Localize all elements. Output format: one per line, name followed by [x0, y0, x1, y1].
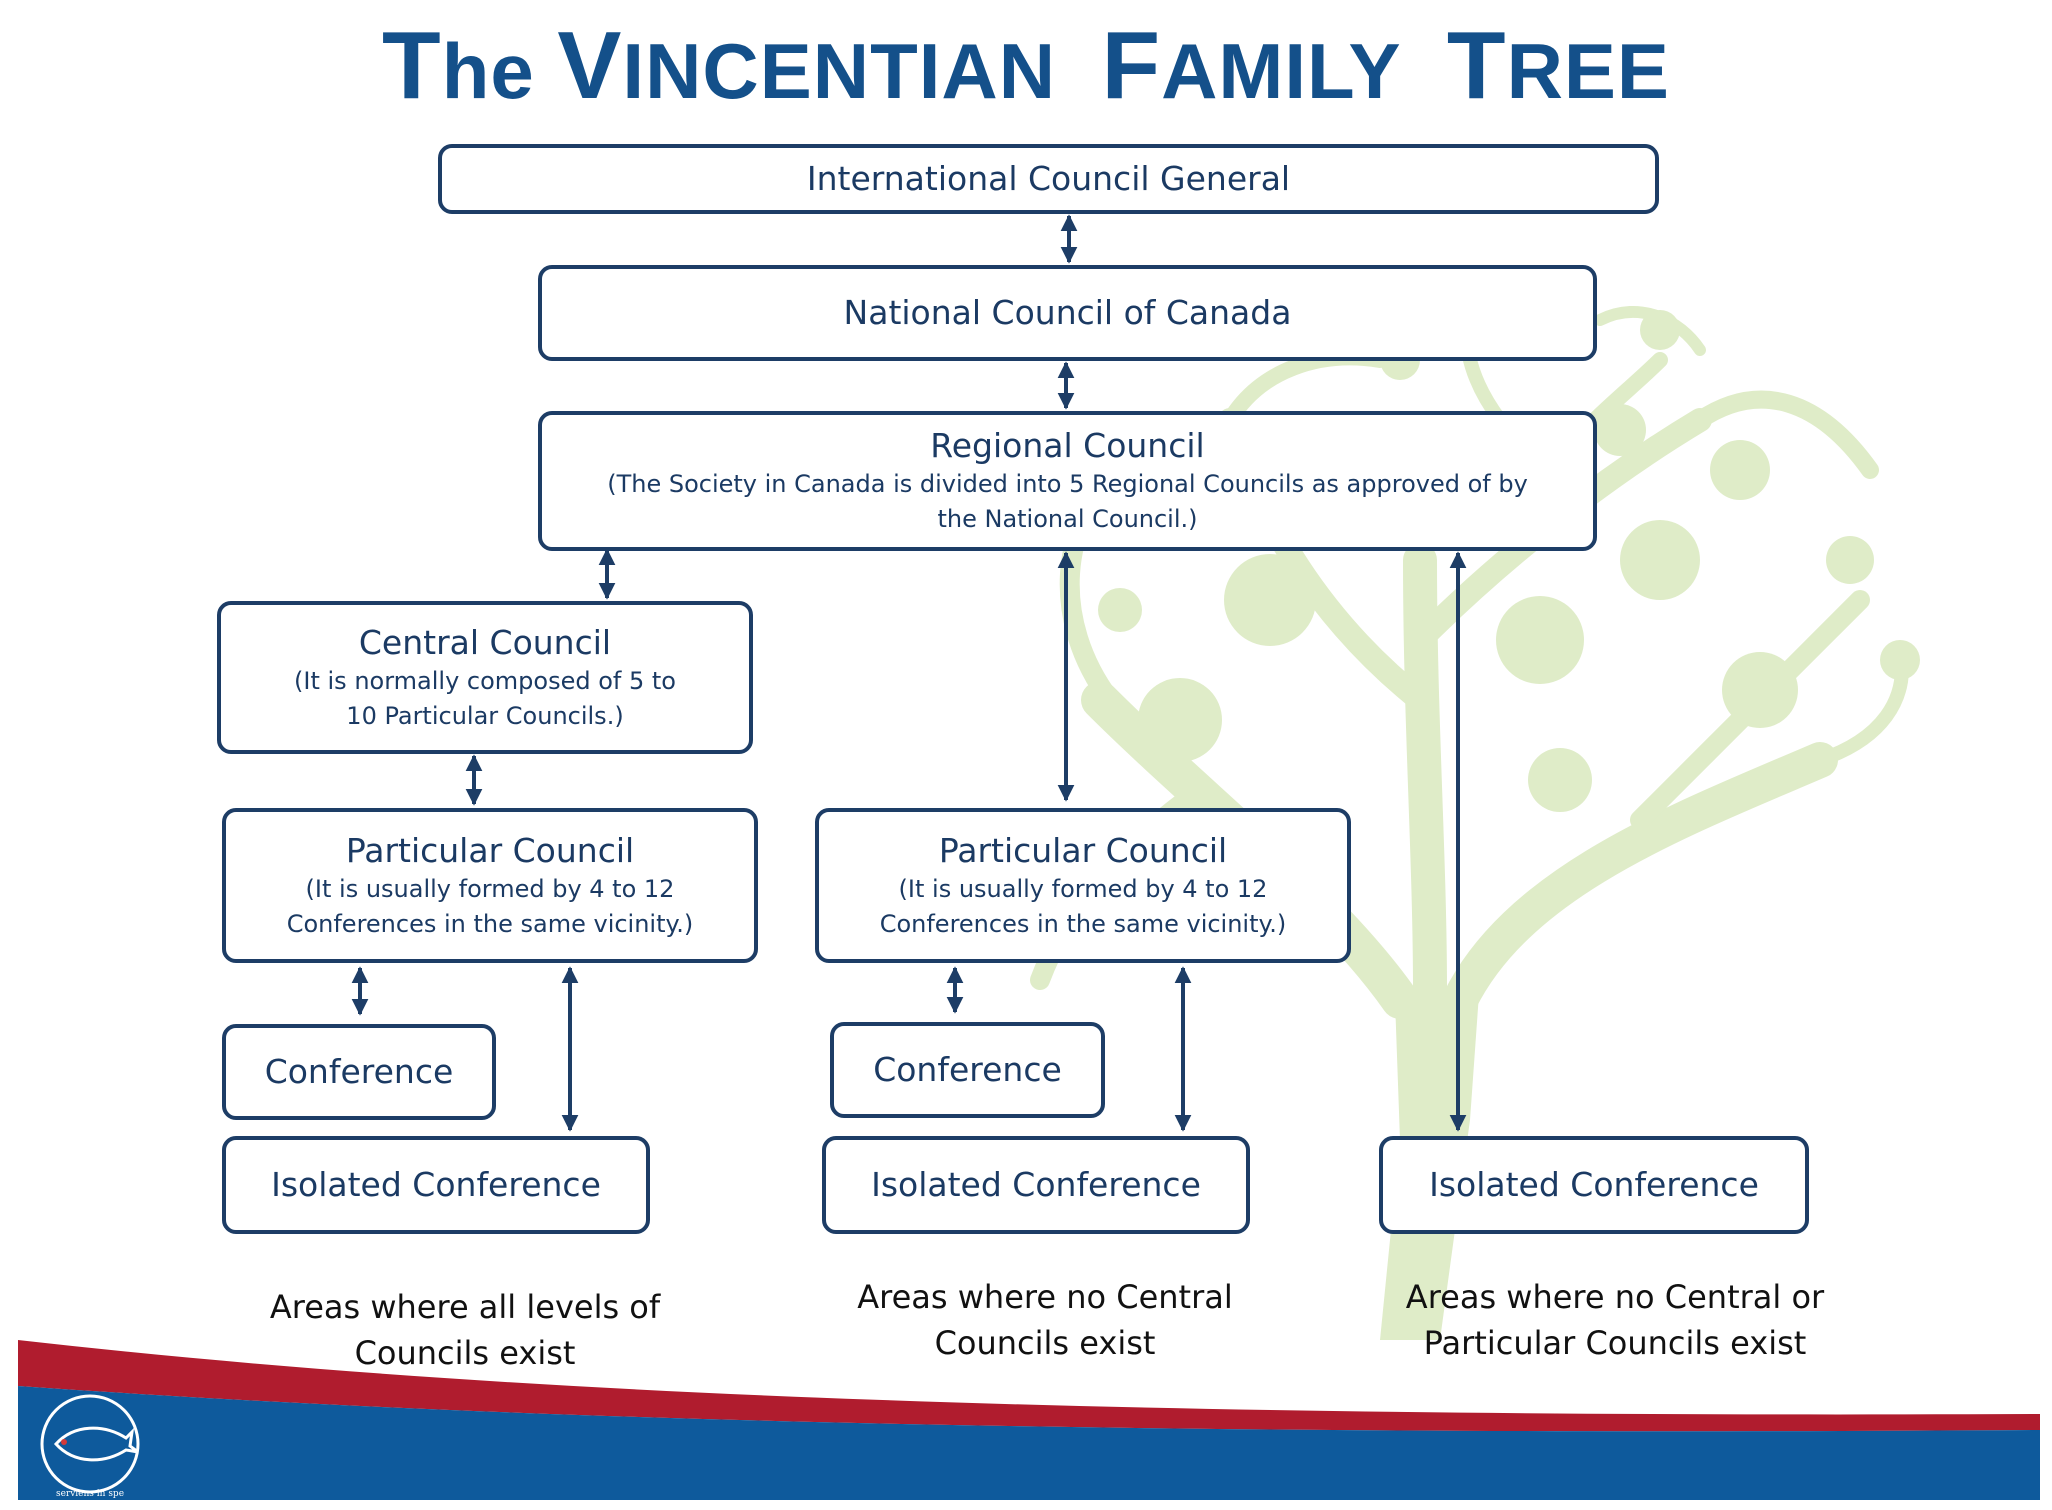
- isolated-conference-left-box: Isolated Conference: [222, 1136, 650, 1234]
- national-council-box: National Council of Canada: [538, 265, 1597, 361]
- box-title: Particular Council: [345, 830, 635, 870]
- particular-council-left-box: Particular Council (It is usually formed…: [222, 808, 758, 963]
- conference-left-box: Conference: [222, 1024, 496, 1120]
- box-title: International Council General: [806, 159, 1291, 198]
- caption-left: Areas where all levels of Councils exist: [269, 1288, 661, 1372]
- box-title: Particular Council: [938, 830, 1228, 870]
- title-initial: T: [382, 12, 442, 119]
- conference-mid-box: Conference: [830, 1022, 1105, 1118]
- society-logo: serviens in spe: [40, 1394, 140, 1499]
- box-title: Conference: [873, 1050, 1062, 1089]
- regional-council-box: Regional Council (The Society in Canada …: [538, 411, 1597, 551]
- box-title: Central Council: [358, 622, 612, 662]
- box-title: National Council of Canada: [843, 293, 1292, 332]
- title-rest: AMILY: [1161, 27, 1402, 115]
- central-council-box: Central Council (It is normally composed…: [217, 601, 753, 754]
- title-initial: F: [1101, 12, 1162, 119]
- box-description: (It is normally composed of 5 to 10 Part…: [294, 666, 676, 730]
- isolated-conference-mid-box: Isolated Conference: [822, 1136, 1250, 1234]
- page-title: The VINCENTIAN FAMILY TREE: [0, 18, 2052, 119]
- title-initial: T: [1446, 12, 1507, 119]
- title-rest: he: [441, 27, 535, 115]
- logo-motto: serviens in spe: [56, 1489, 124, 1499]
- title-rest: INCENTIAN: [622, 27, 1057, 115]
- title-initial: V: [557, 12, 623, 119]
- box-title: Isolated Conference: [871, 1165, 1201, 1204]
- title-rest: REE: [1506, 27, 1670, 115]
- box-description: (It is usually formed by 4 to 12 Confere…: [286, 874, 694, 938]
- isolated-conference-right-box: Isolated Conference: [1379, 1136, 1809, 1234]
- box-description: (It is usually formed by 4 to 12 Confere…: [879, 874, 1287, 938]
- box-title: Isolated Conference: [1429, 1165, 1759, 1204]
- caption-right: Areas where no Central or Particular Cou…: [1405, 1278, 1825, 1362]
- particular-council-mid-box: Particular Council (It is usually formed…: [815, 808, 1351, 963]
- caption-middle: Areas where no Central Councils exist: [857, 1278, 1233, 1362]
- box-title: Regional Council: [930, 426, 1205, 465]
- international-council-box: International Council General: [438, 144, 1659, 214]
- box-title: Isolated Conference: [271, 1165, 601, 1204]
- box-title: Conference: [264, 1052, 454, 1091]
- box-description: (The Society in Canada is divided into 5…: [607, 470, 1528, 533]
